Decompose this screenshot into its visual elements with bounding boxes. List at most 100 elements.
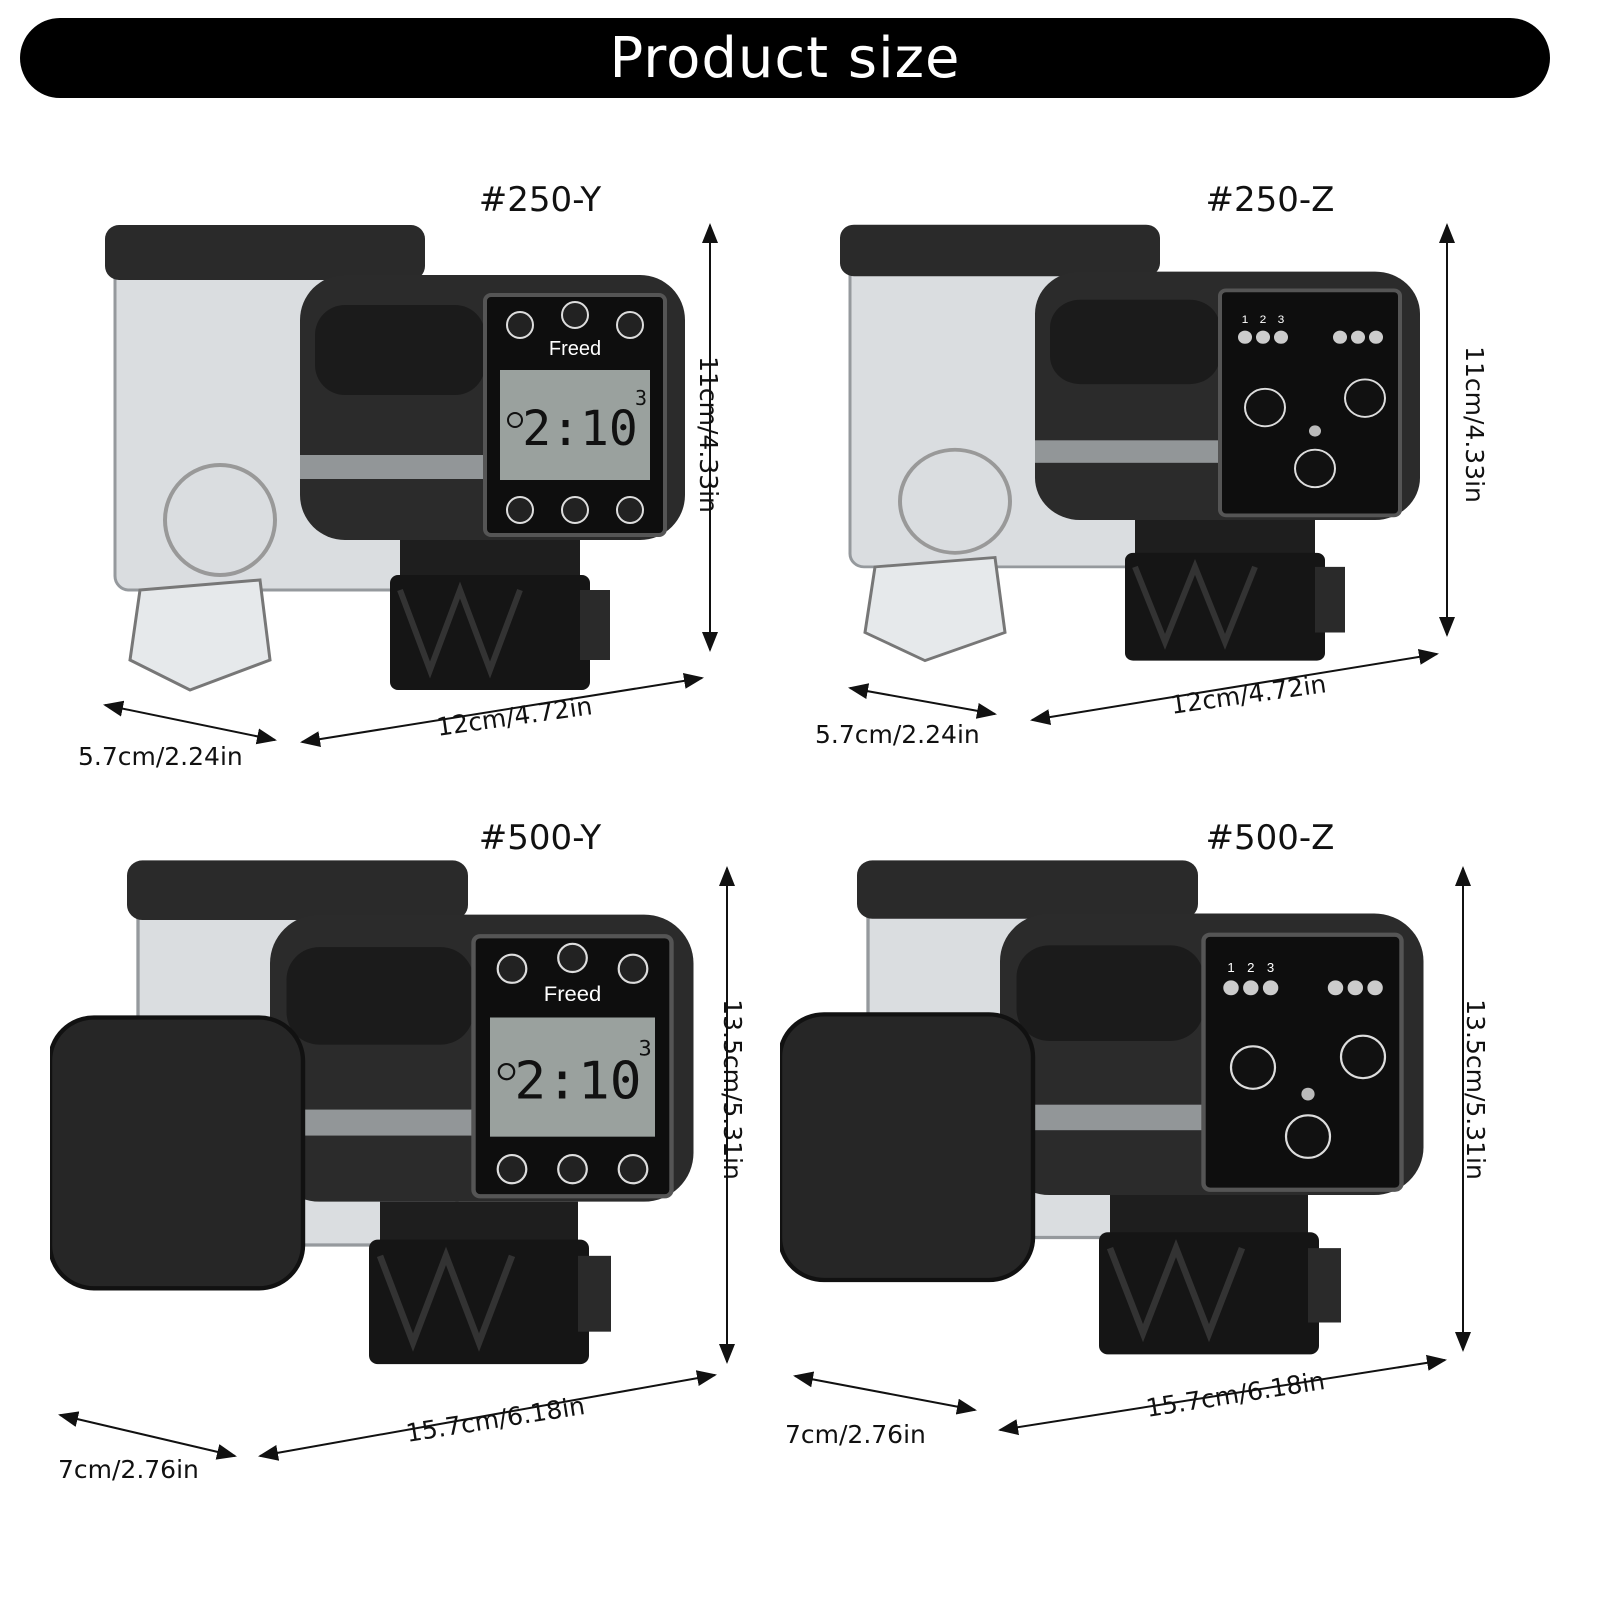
mode-led	[1367, 980, 1383, 996]
lcd-time: 2:10	[514, 1051, 641, 1112]
slot-label: 1	[1242, 313, 1249, 326]
title-banner: Product size	[20, 18, 1550, 98]
brand-logo: Freed	[544, 981, 601, 1006]
front-cap	[777, 1012, 1036, 1283]
touch-button[interactable]	[617, 953, 649, 984]
mount-neck	[1110, 1195, 1308, 1238]
touch-button[interactable]	[496, 1153, 528, 1185]
clamp-ridges	[1132, 558, 1258, 650]
touch-button[interactable]	[506, 496, 534, 524]
slot-led	[1274, 330, 1288, 344]
depth-label-250-z: 5.7cm/2.24in	[815, 720, 980, 749]
depth-label-500-y: 7cm/2.76in	[58, 1455, 199, 1484]
mount-neck	[400, 540, 580, 580]
slot-label: 1	[1227, 960, 1234, 975]
alarm-clock-button[interactable]	[1339, 1034, 1387, 1080]
touch-button[interactable]	[616, 311, 644, 339]
control-panel	[1218, 288, 1402, 518]
hopper-lid	[127, 860, 468, 920]
mount-neck	[380, 1201, 578, 1245]
status-led	[1301, 1087, 1315, 1101]
clock-icon	[507, 412, 523, 428]
hopper-lid	[857, 860, 1198, 919]
alarm-clock-button[interactable]	[1344, 378, 1386, 418]
feed-tube	[1000, 1104, 1220, 1131]
control-panel	[1201, 932, 1404, 1192]
slot-led	[1223, 980, 1239, 996]
body-shadow	[1016, 945, 1204, 1041]
title-text: Product size	[609, 25, 961, 91]
body-shadow	[286, 947, 474, 1045]
hopper-lid	[840, 224, 1160, 277]
slot-label: 2	[1247, 960, 1254, 975]
model-label-500-z: #500-Z	[1205, 818, 1335, 858]
touch-button[interactable]	[557, 1153, 588, 1185]
height-label-500-y: 13.5cm/5.31in	[717, 999, 747, 1180]
touch-button[interactable]	[496, 953, 528, 984]
feed-chute	[863, 555, 1007, 663]
mount-neck	[1135, 520, 1315, 558]
status-led	[1309, 425, 1321, 437]
slot-led	[1243, 980, 1259, 996]
lcd-display	[490, 1017, 655, 1137]
feed-button[interactable]	[1244, 387, 1286, 428]
brand-logo: Freed	[549, 338, 601, 360]
fish-button[interactable]	[1294, 448, 1336, 489]
touch-button[interactable]	[506, 311, 534, 339]
clamp-ridges	[397, 581, 523, 679]
feed-button[interactable]	[1229, 1045, 1277, 1090]
lcd-time: 2:10	[522, 401, 638, 457]
touch-button[interactable]	[561, 496, 589, 524]
model-label-500-y: #500-Y	[478, 818, 602, 858]
feed-chute	[128, 578, 272, 692]
touch-button[interactable]	[561, 301, 589, 329]
slot-label: 3	[1278, 313, 1285, 326]
clamp-screw	[1308, 1248, 1341, 1323]
feeder-illustration: Freed 2:103	[105, 225, 685, 692]
clock-icon	[497, 1063, 516, 1081]
slot-led	[1238, 330, 1252, 344]
mount-clamp	[1125, 552, 1325, 661]
touch-button[interactable]	[616, 496, 644, 524]
width-arrow-500-y	[258, 1370, 717, 1461]
width-arrow-250-z	[1030, 648, 1439, 726]
feed-wheel	[898, 447, 1012, 555]
depth-arrow-500-z	[793, 1371, 977, 1415]
mount-clamp	[369, 1239, 589, 1365]
slot-led	[1262, 980, 1279, 996]
feed-tube	[270, 1109, 490, 1136]
clamp-screw	[580, 590, 610, 660]
width-arrow-250-y	[300, 672, 704, 748]
height-label-250-z: 11cm/4.33in	[1459, 346, 1489, 503]
feed-tube	[1035, 440, 1235, 463]
depth-label-250-y: 5.7cm/2.24in	[78, 742, 243, 771]
clamp-ridges	[376, 1246, 516, 1352]
touch-button[interactable]	[617, 1153, 649, 1185]
slot-label: 3	[1267, 960, 1274, 975]
slot-label: 2	[1260, 313, 1267, 326]
fish-button[interactable]	[1284, 1114, 1332, 1159]
feed-wheel	[163, 463, 277, 577]
mount-clamp	[390, 575, 590, 690]
depth-label-500-z: 7cm/2.76in	[785, 1420, 926, 1449]
height-label-500-z: 13.5cm/5.31in	[1460, 999, 1490, 1180]
depth-arrow-250-z	[848, 683, 997, 719]
mode-led	[1347, 980, 1363, 996]
mode-led	[1333, 330, 1347, 344]
mode-led	[1351, 330, 1365, 344]
feed-tube	[300, 455, 500, 479]
depth-arrow-500-y	[58, 1411, 237, 1460]
body-shadow	[1050, 299, 1220, 385]
lcd-count: 3	[635, 386, 647, 410]
touch-button[interactable]	[557, 942, 588, 974]
hopper-lid	[105, 225, 425, 280]
